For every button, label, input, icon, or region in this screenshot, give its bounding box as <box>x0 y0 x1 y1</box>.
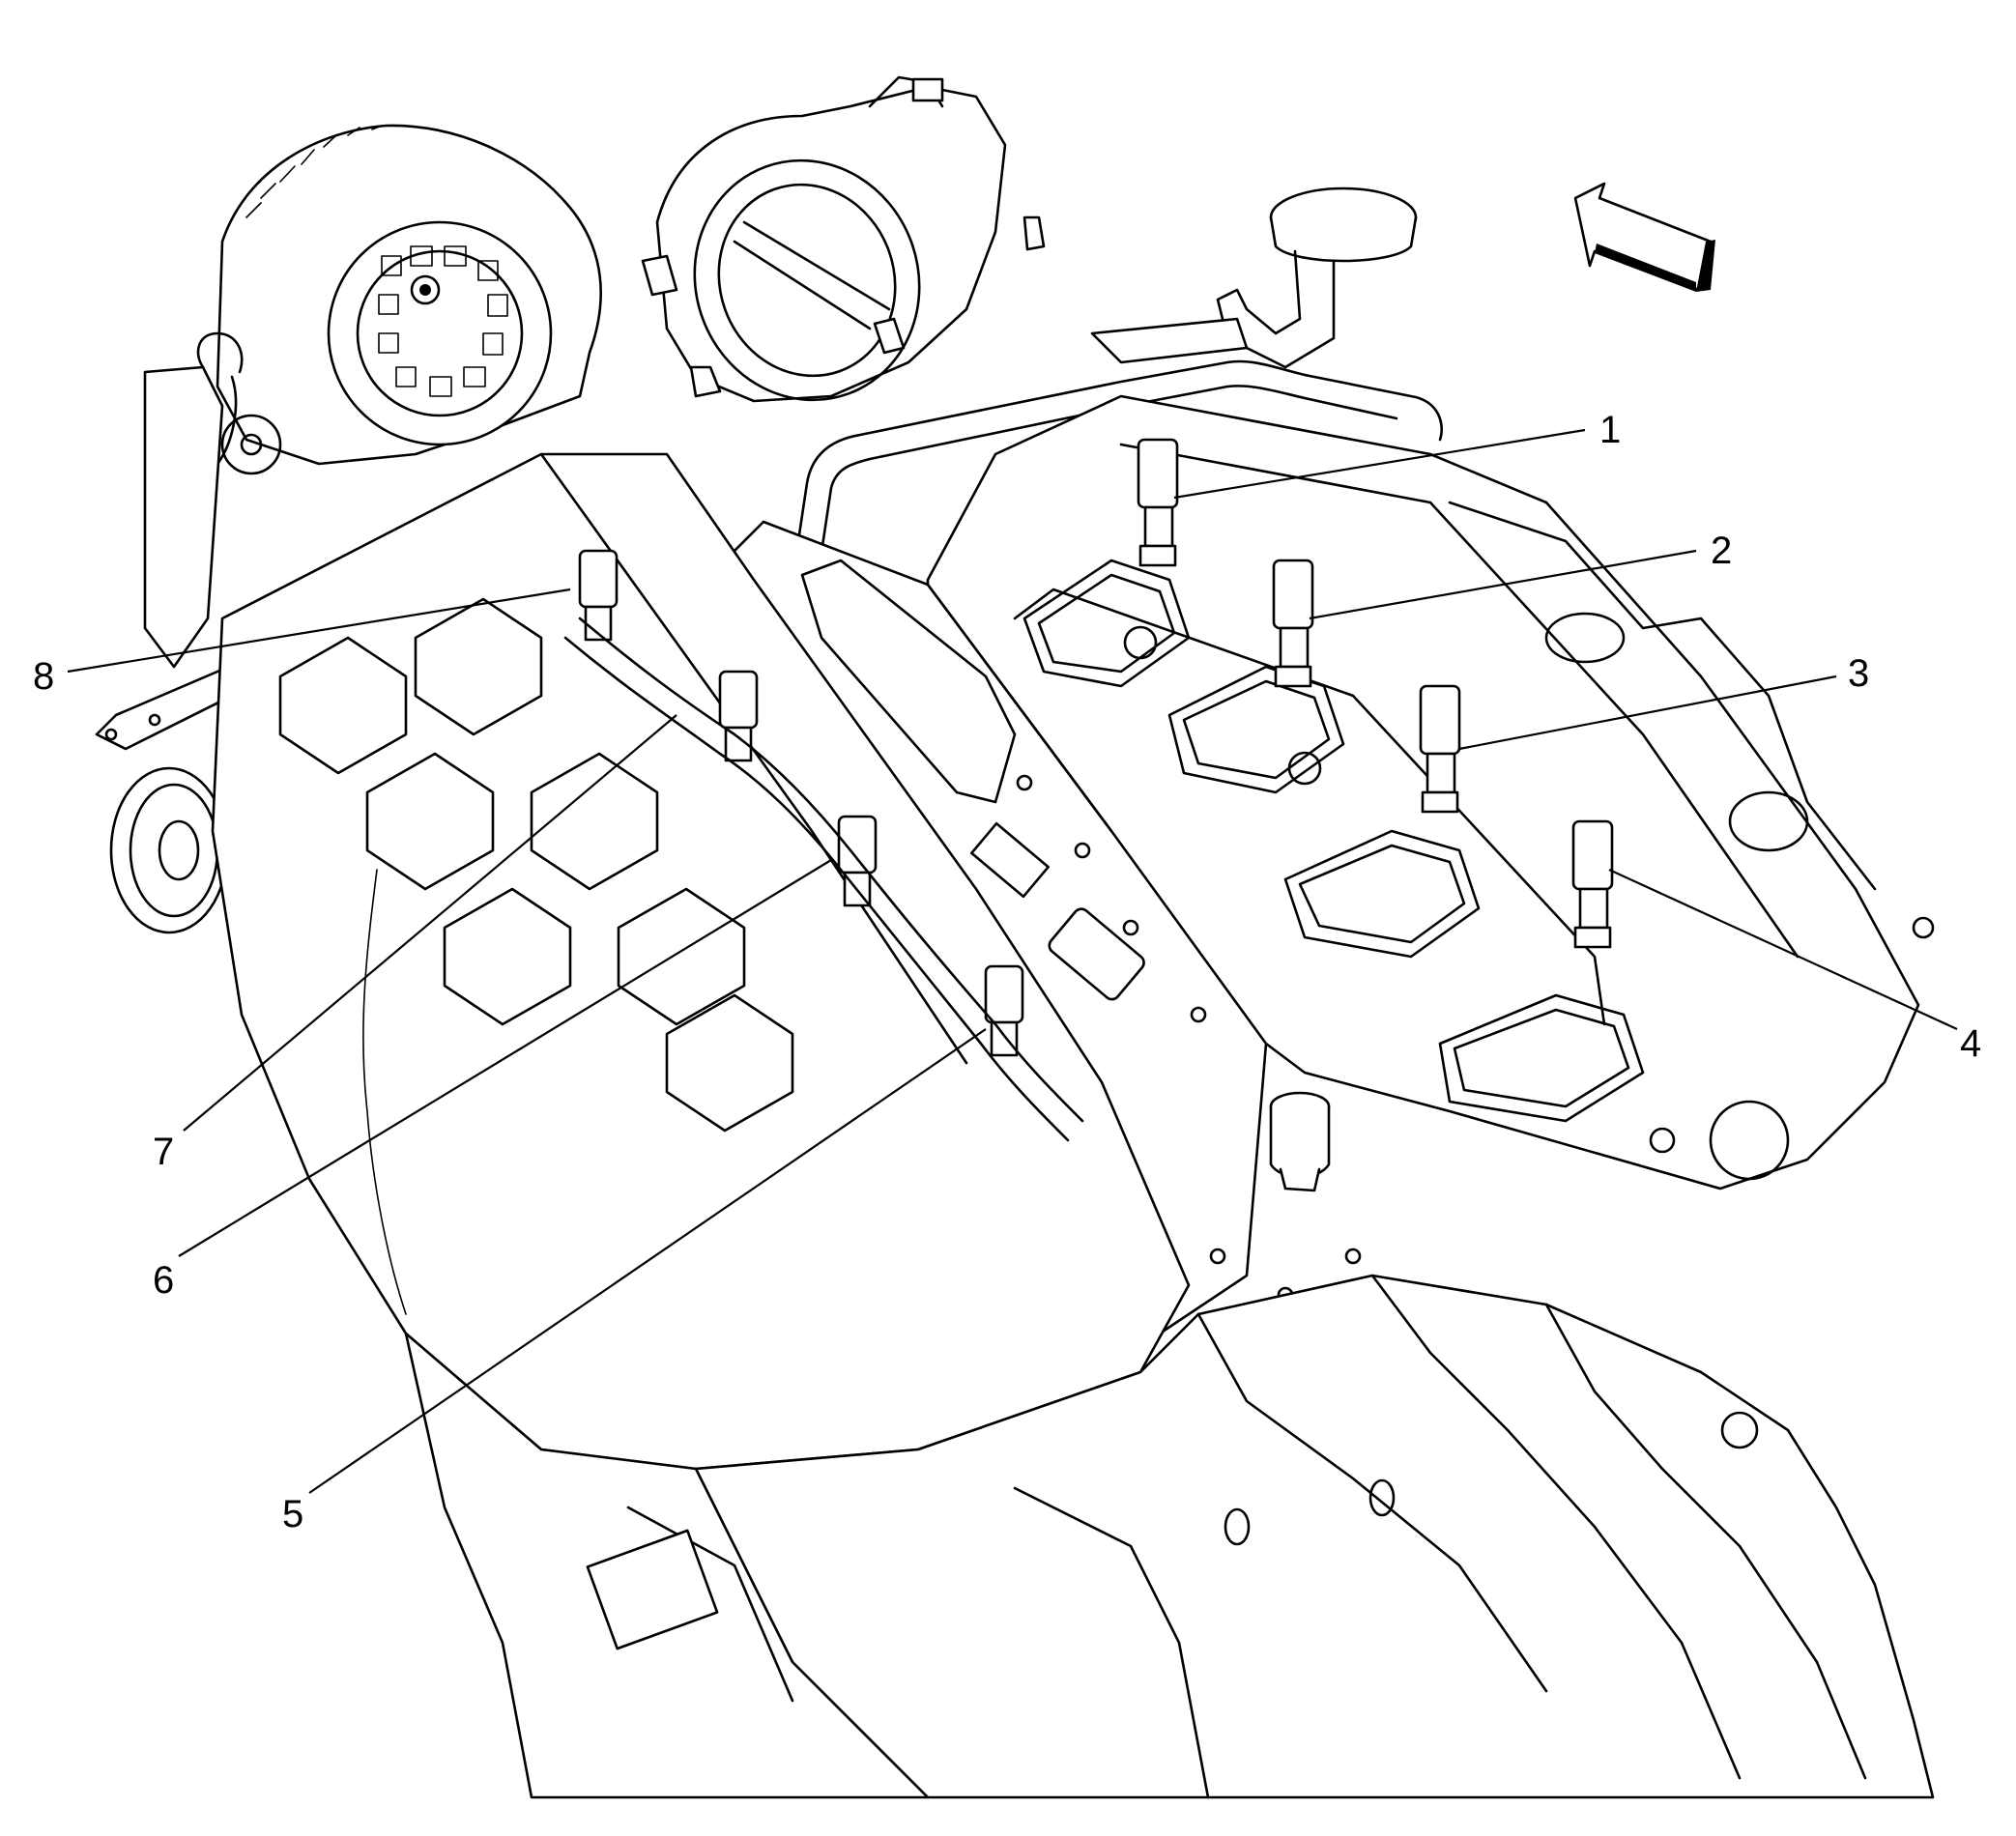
callout-8: 8 <box>33 655 54 698</box>
leader-6 <box>178 859 832 1257</box>
oil-pressure-sensor <box>1269 1091 1331 1192</box>
injector-7 <box>718 670 759 762</box>
crank-pulley <box>109 766 229 934</box>
right-exhaust-manifold <box>1448 501 1935 939</box>
injector-1 <box>1137 438 1179 567</box>
left-fuel-rail <box>800 559 1145 1001</box>
coil-pack-7 <box>665 993 794 1133</box>
left-exhaust-manifold <box>404 1332 930 1799</box>
leader-1 <box>1173 428 1586 500</box>
coil-pack-3 <box>365 752 495 891</box>
callout-4: 4 <box>1960 1022 1981 1065</box>
injector-2 <box>1272 559 1314 688</box>
callout-1: 1 <box>1599 409 1621 451</box>
injector-4 <box>1571 819 1614 949</box>
callout-labels: 1 2 3 4 5 6 7 8 <box>33 409 1981 1535</box>
forward-arrow-icon <box>1573 182 1715 292</box>
callout-2: 2 <box>1711 530 1732 572</box>
injector-5 <box>984 964 1024 1057</box>
injector-3 <box>1419 684 1461 814</box>
coil-pack-1 <box>278 636 408 775</box>
leader-5 <box>308 1028 987 1494</box>
callout-leaders <box>67 428 1958 1494</box>
wiring-harness <box>362 617 1084 1315</box>
throttle-body <box>641 75 1046 403</box>
leader-3 <box>1458 674 1837 751</box>
oil-filler <box>1216 186 1418 369</box>
callout-7: 7 <box>153 1131 174 1173</box>
callout-5: 5 <box>282 1493 303 1535</box>
injector-8 <box>578 549 619 642</box>
coil-pack-4 <box>530 752 659 891</box>
coil-pack-6 <box>617 887 746 1026</box>
injector-6 <box>837 815 878 907</box>
leader-8 <box>67 588 571 674</box>
leader-4 <box>1608 869 1958 1030</box>
callout-3: 3 <box>1848 652 1869 695</box>
coil-pack-2 <box>414 597 543 736</box>
callout-6: 6 <box>153 1259 174 1302</box>
fuel-rail-tube <box>791 317 1443 587</box>
leader-7 <box>183 714 677 1132</box>
leader-2 <box>1309 549 1697 620</box>
bell-housing <box>694 1100 1935 1799</box>
coil-pack-5 <box>443 887 572 1026</box>
alternator <box>196 124 602 475</box>
